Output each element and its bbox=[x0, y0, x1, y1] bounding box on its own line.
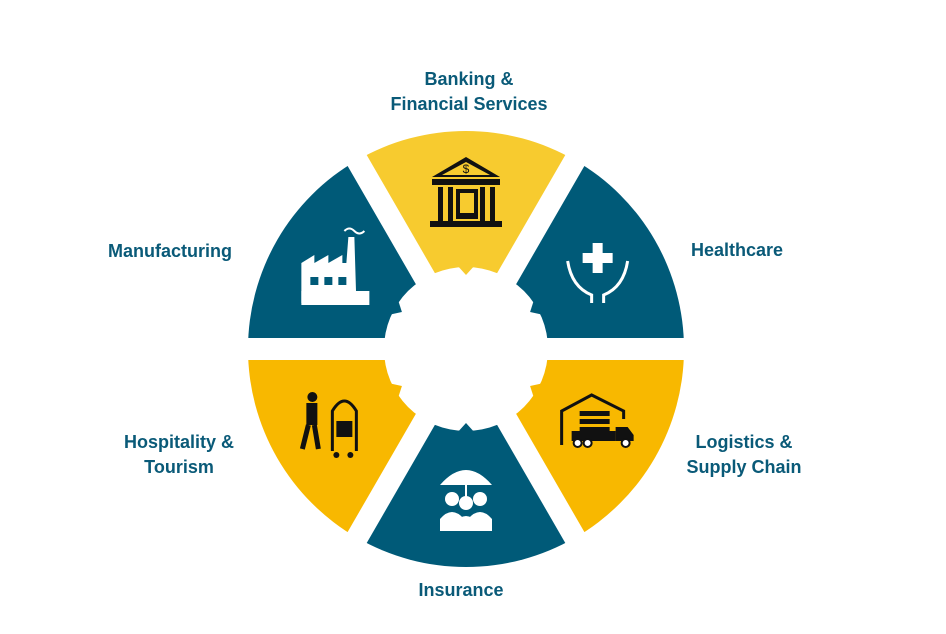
label-line: Supply Chain bbox=[686, 457, 802, 477]
label-line: Logistics & bbox=[695, 432, 793, 452]
factory-icon bbox=[301, 227, 370, 305]
label-line: Banking & bbox=[424, 69, 514, 89]
label-manufacturing: Manufacturing bbox=[108, 239, 232, 264]
label-logistics: Logistics & Supply Chain bbox=[686, 430, 801, 480]
bank-building-icon: $ bbox=[430, 157, 502, 227]
svg-text:$: $ bbox=[463, 162, 470, 176]
segment-notch bbox=[530, 382, 546, 401]
label-banking: Banking & Financial Services bbox=[390, 67, 547, 117]
label-healthcare: Healthcare bbox=[691, 238, 783, 263]
segment-notch bbox=[455, 423, 477, 435]
warehouse-truck-icon bbox=[560, 393, 634, 448]
label-line: Tourism bbox=[144, 457, 214, 477]
label-line: Manufacturing bbox=[108, 241, 232, 261]
label-line: Hospitality & bbox=[123, 432, 235, 452]
segment-notch bbox=[455, 263, 477, 275]
umbrella-people-icon bbox=[440, 470, 492, 531]
label-line: Insurance bbox=[418, 580, 504, 600]
caring-hands-cross-icon bbox=[566, 243, 630, 303]
label-line: Financial Services bbox=[390, 94, 548, 114]
label-hospitality: Hospitality & Tourism bbox=[124, 430, 234, 480]
segment-notch bbox=[386, 297, 402, 316]
segment-insurance bbox=[357, 349, 575, 567]
label-line: Healthcare bbox=[691, 240, 784, 260]
bellhop-luggage-cart-icon bbox=[299, 392, 358, 458]
segment-notch bbox=[530, 297, 546, 316]
segment-banking bbox=[357, 131, 575, 349]
center-hole bbox=[384, 267, 548, 431]
label-insurance: Insurance bbox=[418, 578, 503, 603]
segment-notch bbox=[386, 382, 402, 401]
